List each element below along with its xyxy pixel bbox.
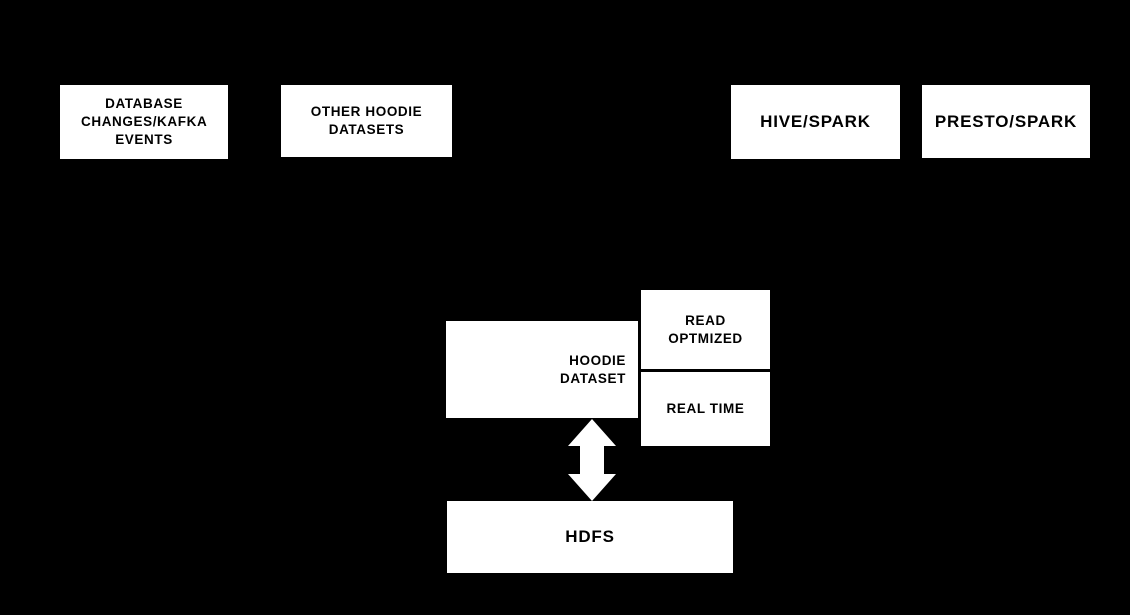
node-hoodie-dataset: HOODIE DATASET — [446, 321, 638, 418]
node-database-changes-kafka-events: DATABASE CHANGES/KAFKA EVENTS — [60, 85, 228, 159]
node-hive-spark-label: HIVE/SPARK — [760, 112, 871, 131]
node-hive-spark: HIVE/SPARK — [731, 85, 900, 159]
node-read-optimized: READ OPTMIZED — [641, 290, 770, 369]
double-arrow-shape — [568, 419, 616, 501]
node-database-changes-kafka-events-label: DATABASE CHANGES/KAFKA EVENTS — [81, 96, 208, 147]
node-hoodie-dataset-label: HOODIE DATASET — [560, 352, 626, 386]
node-other-hoodie-datasets-label: OTHER HOODIE DATASETS — [310, 104, 423, 137]
node-hdfs-label: HDFS — [565, 527, 615, 546]
node-presto-spark: PRESTO/SPARK — [922, 85, 1090, 158]
node-real-time-label: REAL TIME — [666, 401, 745, 417]
node-read-optimized-label: READ OPTMIZED — [668, 312, 743, 346]
node-real-time: REAL TIME — [641, 372, 770, 446]
node-presto-spark-label: PRESTO/SPARK — [934, 111, 1078, 131]
node-hdfs: HDFS — [447, 501, 733, 573]
hdfs-hoodie-double-arrow-icon — [568, 419, 616, 501]
node-other-hoodie-datasets: OTHER HOODIE DATASETS — [281, 85, 452, 157]
